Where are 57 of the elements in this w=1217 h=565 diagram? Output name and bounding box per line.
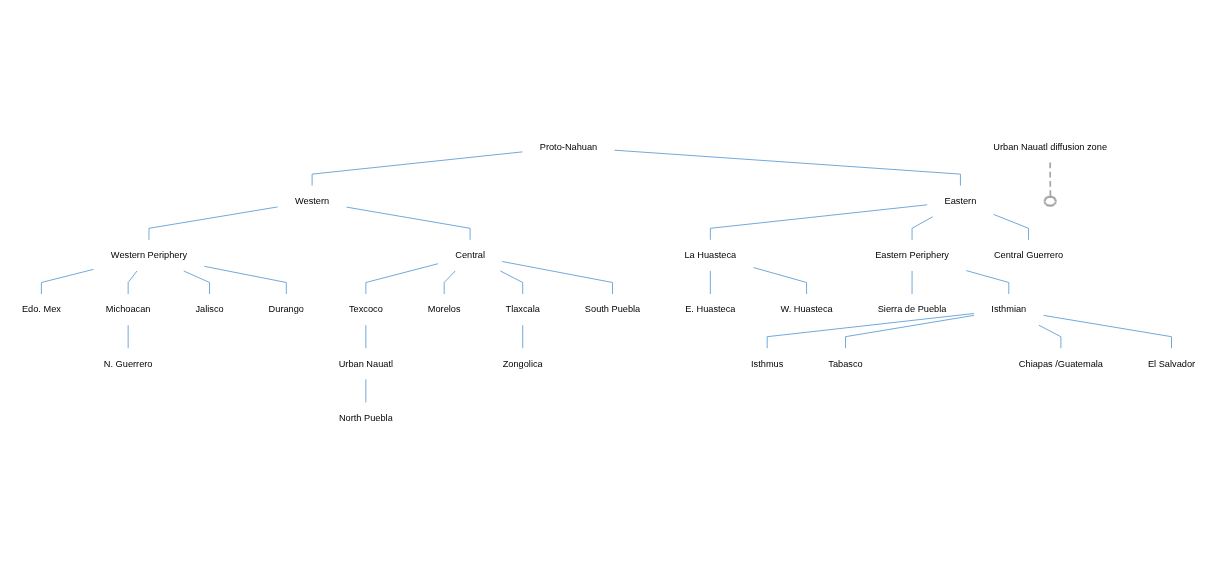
- connector: [965, 270, 1010, 295]
- node-text: Eastern Periphery: [875, 250, 949, 261]
- node-text: Sierra de Puebla: [877, 304, 947, 315]
- connector: [614, 149, 961, 187]
- connector: [1043, 314, 1172, 349]
- connector: [365, 378, 367, 403]
- node-text: Morelos: [427, 304, 461, 315]
- node-text: Isthmian: [991, 304, 1027, 315]
- connector: [183, 270, 210, 295]
- node-text: Western Periphery: [110, 250, 188, 261]
- node-text: Eastern: [944, 196, 977, 206]
- connector: [148, 206, 279, 241]
- node-text: Zongolica: [502, 358, 543, 369]
- connector: [766, 313, 975, 349]
- node-text: W. Huasteca: [780, 304, 833, 315]
- connector: [709, 204, 928, 241]
- connector: [845, 314, 975, 349]
- connector: [203, 265, 287, 295]
- node-text: Texcoco: [348, 304, 383, 315]
- node-text: Edo. Mex: [21, 304, 61, 315]
- node-text: South Puebla: [584, 304, 641, 315]
- connector: [365, 324, 367, 349]
- connector: [709, 270, 711, 295]
- node-text: Central Guerrero: [993, 250, 1064, 261]
- node-text: Urban Nauatl diffusion zone: [993, 141, 1108, 152]
- connector: [1049, 161, 1052, 199]
- connector: [311, 151, 523, 187]
- connector: [501, 261, 613, 295]
- node-text: Tlaxcala: [505, 304, 540, 315]
- node-text: North Puebla: [338, 412, 393, 423]
- connector: [911, 270, 913, 295]
- connector: [753, 267, 807, 295]
- node-text: Proto-Nahuan: [539, 141, 598, 152]
- node-text: Western: [295, 196, 330, 206]
- connector: [346, 206, 471, 241]
- node-text: La Huasteca: [684, 250, 737, 261]
- node-text: Central: [455, 250, 485, 261]
- connector: [522, 324, 524, 349]
- node-text: Durango: [268, 304, 304, 315]
- node-text: Tabasco: [828, 358, 863, 369]
- node-text: El Salvador: [1147, 358, 1196, 369]
- node-text: Jalisco: [195, 304, 224, 315]
- node-text: E. Huasteca: [685, 304, 736, 315]
- connector: [127, 324, 129, 349]
- connector: [1038, 324, 1062, 349]
- node-text: N. Guerrero: [103, 358, 153, 369]
- connector: [993, 214, 1029, 241]
- node-text: Isthmus: [751, 358, 784, 369]
- connector: [40, 268, 94, 295]
- connector: [127, 270, 138, 295]
- node-text: Chiapas /Guatemala: [1018, 358, 1103, 369]
- connector: [365, 263, 439, 295]
- node-text: Michoacan: [105, 304, 151, 315]
- node-text: Urban Nauatl: [338, 358, 394, 369]
- connector: [499, 270, 524, 295]
- connector: [443, 270, 456, 295]
- connector: [911, 216, 934, 241]
